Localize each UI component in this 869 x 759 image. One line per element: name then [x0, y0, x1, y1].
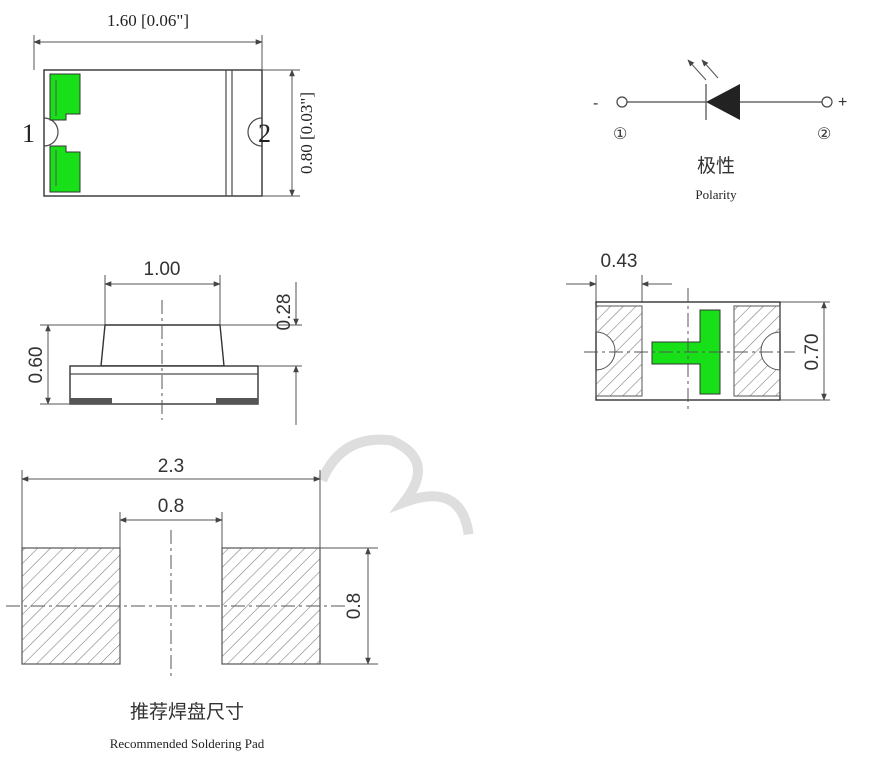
light-arrow	[701, 59, 719, 79]
pad-height-label: 0.8	[344, 593, 365, 619]
side-base	[69, 365, 259, 405]
lens-height-label: 0.28	[274, 294, 295, 331]
terminal-bottom	[49, 145, 81, 193]
diode-triangle	[706, 84, 740, 120]
top-height-label: 0.80 [0.03"]	[297, 92, 316, 174]
solder-pad-label-en: Recommended Soldering Pad	[110, 736, 265, 751]
side-terminal-left	[70, 398, 112, 404]
solder-pad-view: 2.3 0.8 0.8 推荐焊盘尺寸 Recommended Soldering…	[6, 456, 378, 751]
cathode-terminal	[821, 96, 833, 108]
polarity-label-en: Polarity	[695, 187, 737, 202]
minus-sign: -	[593, 95, 598, 112]
top-view: 1.60 [0.06"] 1 2 0.80 [0.03"]	[22, 11, 316, 197]
light-arrow	[687, 59, 707, 81]
bottom-pad-left	[595, 305, 643, 397]
gap-label: 0.8	[158, 496, 184, 517]
polarity-label-cn: 极性	[697, 155, 735, 177]
side-total-height-label: 0.60	[26, 347, 47, 384]
plus-sign: +	[838, 94, 847, 111]
anode-terminal	[616, 96, 628, 108]
pin-2-label: 2	[258, 119, 271, 148]
pin-1-label: 1	[22, 119, 35, 148]
solder-pad-label-cn: 推荐焊盘尺寸	[130, 701, 244, 723]
top-width-label: 1.60 [0.06"]	[107, 11, 189, 30]
pad-width-label: 0.43	[601, 251, 638, 272]
side-view: 1.00 0.60 0.28	[26, 259, 302, 425]
total-width-label: 2.3	[158, 456, 184, 477]
polarity-symbol: - + ① ② 极性 Polarity	[593, 59, 847, 202]
terminal-top	[49, 73, 81, 121]
left-notch	[43, 117, 59, 147]
bottom-view: 0.43 0.70	[566, 251, 830, 410]
bottom-height-label: 0.70	[802, 334, 823, 371]
pin-2-marker: ②	[817, 126, 831, 143]
watermark	[317, 434, 474, 536]
right-notch	[247, 117, 263, 147]
bottom-pad-right	[733, 305, 781, 397]
side-top-width-label: 1.00	[144, 259, 181, 280]
pin-1-marker: ①	[613, 126, 627, 143]
side-terminal-right	[216, 398, 258, 404]
